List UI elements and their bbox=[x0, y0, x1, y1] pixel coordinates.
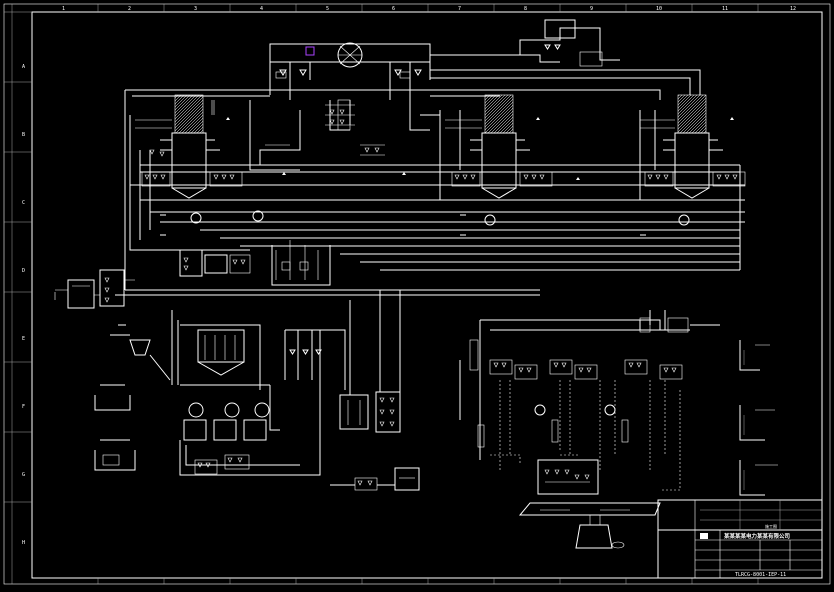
zone-letter: B bbox=[22, 132, 25, 138]
zone-number: 8 bbox=[524, 6, 527, 12]
zone-number: 1 bbox=[62, 6, 65, 12]
zone-number: 12 bbox=[790, 6, 796, 12]
title-block: 施工图 某某某某电力某某有限公司 TLRCG-8001-IEP-11 bbox=[657, 499, 823, 579]
zone-letter: E bbox=[22, 336, 25, 342]
main-piping-headers bbox=[115, 69, 745, 296]
zone-letter: A bbox=[22, 64, 25, 70]
absorber-tower-1 bbox=[135, 94, 264, 224]
title-block-drawing-number: TLRCG-8001-IEP-11 bbox=[735, 572, 786, 578]
zone-letter: F bbox=[22, 404, 25, 410]
zone-number: 4 bbox=[260, 6, 263, 12]
title-block-company: 某某某某电力某某有限公司 bbox=[724, 532, 790, 540]
zone-letter: H bbox=[22, 540, 25, 546]
zone-number: 10 bbox=[656, 6, 662, 12]
zone-letter: D bbox=[22, 268, 25, 274]
slurry-handling-area bbox=[94, 310, 346, 476]
zone-markers: A B C D E F G H 1 2 3 4 5 6 7 8 9 10 11 … bbox=[4, 4, 796, 584]
zone-number: 3 bbox=[194, 6, 197, 12]
absorber-tower-2 bbox=[409, 94, 553, 226]
top-header-equipment bbox=[249, 19, 620, 171]
zone-number: 9 bbox=[590, 6, 593, 12]
zone-number: 11 bbox=[722, 6, 728, 12]
drawing-frame bbox=[3, 3, 831, 585]
zone-number: 6 bbox=[392, 6, 395, 12]
left-tank-area bbox=[54, 269, 135, 309]
zone-number: 5 bbox=[326, 6, 329, 12]
middle-pump-groups bbox=[179, 104, 385, 286]
absorber-tower-3 bbox=[639, 94, 746, 226]
center-tank-area bbox=[330, 290, 420, 491]
title-block-stage: 施工图 bbox=[765, 523, 777, 529]
instrument-tags bbox=[160, 117, 734, 236]
zone-letter: G bbox=[22, 472, 25, 478]
zone-letter: C bbox=[22, 200, 25, 206]
right-process-area bbox=[459, 310, 778, 549]
zone-number: 7 bbox=[458, 6, 461, 12]
zone-number: 2 bbox=[128, 6, 131, 12]
